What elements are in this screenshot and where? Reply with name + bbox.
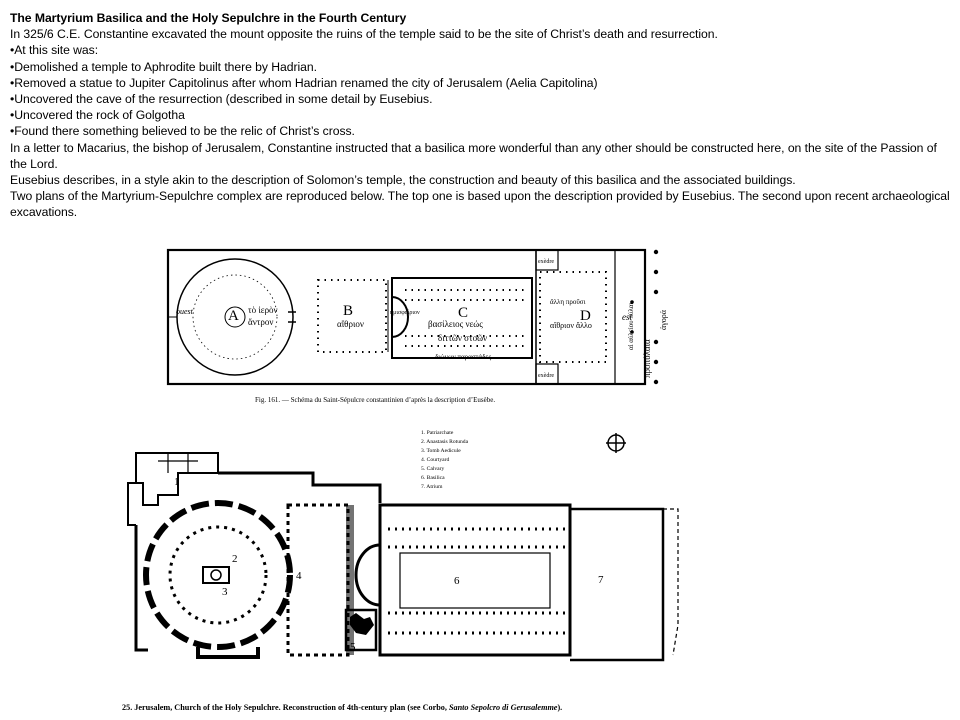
plan-number: 2 bbox=[232, 553, 238, 565]
plan-number: 1 bbox=[174, 476, 180, 488]
label-a: A bbox=[228, 308, 239, 324]
legend-item: 1. Patriarchate bbox=[421, 430, 454, 436]
label-est: est bbox=[622, 312, 632, 322]
paragraph-two-plans: Two plans of the Martyrium-Sepulchre com… bbox=[10, 189, 950, 220]
legend-item: 3. Tomb Aedicule bbox=[421, 448, 461, 454]
plan-top-caption: Fig. 161. — Schéma du Saint-Sépulcre con… bbox=[255, 396, 495, 404]
legend-item: 5. Calvary bbox=[421, 466, 445, 472]
label-aithrion-d: αἴθριον ἄλλο bbox=[550, 321, 592, 330]
label-agora: ἀγορά bbox=[659, 309, 668, 330]
bullet-at-this-site: •At this site was: bbox=[10, 43, 99, 58]
label-b: B bbox=[343, 303, 353, 319]
plan-number: 4 bbox=[296, 570, 302, 582]
label-aithrion-b: αἴθριον bbox=[337, 319, 364, 329]
legend-item: 7. Atrium bbox=[421, 484, 443, 490]
label-hemisphairion: ἡμισφαίριον bbox=[390, 310, 420, 316]
label-propylaia: προπύλαια bbox=[642, 339, 652, 378]
legend-item: 2. Anastasis Rotunda bbox=[421, 439, 469, 445]
legend-item: 6. Basilica bbox=[421, 475, 445, 481]
archaeological-plan-figure: 1. Patriarchate 2. Anastasis Rotunda 3. … bbox=[122, 430, 679, 712]
label-antron: ἄντρον bbox=[248, 317, 273, 327]
label-basileios: βασίλειος νεώς bbox=[428, 319, 483, 329]
label-c: C bbox=[458, 305, 468, 321]
paragraph-eusebius: Eusebius describes, in a style akin to t… bbox=[10, 173, 796, 188]
eusebius-plan-figure: A τὸ ἱερὸν ἄντρον ouest B αἴθριον ἡμισφα… bbox=[166, 248, 668, 404]
plan-bottom-caption: 25. Jerusalem, Church of the Holy Sepulc… bbox=[122, 703, 562, 712]
plan-number: 5 bbox=[350, 641, 356, 653]
caption-main: Jerusalem, Church of the Holy Sepulchre.… bbox=[134, 703, 449, 712]
bullet-aphrodite: •Demolished a temple to Aphrodite built … bbox=[10, 59, 317, 74]
paragraph-intro: In 325/6 C.E. Constantine excavated the … bbox=[10, 27, 718, 42]
label-dittwn: διττῶν στοῶν bbox=[438, 333, 487, 343]
label-pylai: αἱ αὐλείου πύλαι bbox=[627, 303, 635, 350]
bullet-jupiter: •Removed a statue to Jupiter Capitolinus… bbox=[10, 75, 598, 90]
plan-number: 6 bbox=[454, 575, 460, 587]
label-ouest: ouest bbox=[176, 307, 194, 316]
bullet-cave: •Uncovered the cave of the resurrection … bbox=[10, 92, 433, 107]
slide-text: The Martyrium Basilica and the Holy Sepu… bbox=[10, 10, 950, 221]
label-d: D bbox=[580, 308, 591, 324]
plan-number: 7 bbox=[598, 574, 604, 586]
slide-title: The Martyrium Basilica and the Holy Sepu… bbox=[10, 11, 407, 25]
plan-number: 3 bbox=[222, 586, 228, 598]
label-to-ieron: τὸ ἱερὸν bbox=[248, 305, 278, 315]
caption-italic: Santo Sepolcro di Gerusalemme bbox=[449, 703, 558, 712]
label-exedre-top: exèdre bbox=[538, 259, 554, 265]
label-exedre-bottom: exèdre bbox=[538, 373, 554, 379]
bullet-golgotha: •Uncovered the rock of Golgotha bbox=[10, 108, 185, 123]
caption-number: 25. bbox=[122, 703, 132, 712]
caption-end: ). bbox=[557, 703, 562, 712]
paragraph-macarius: In a letter to Macarius, the bishop of J… bbox=[10, 140, 937, 171]
legend-item: 4. Courtyard bbox=[421, 457, 449, 463]
bullet-cross: •Found there something believed to be th… bbox=[10, 124, 355, 139]
label-alle: ἄλλη προῦσι bbox=[550, 298, 586, 306]
label-parastader: διώνων παραστάδες bbox=[435, 353, 491, 361]
